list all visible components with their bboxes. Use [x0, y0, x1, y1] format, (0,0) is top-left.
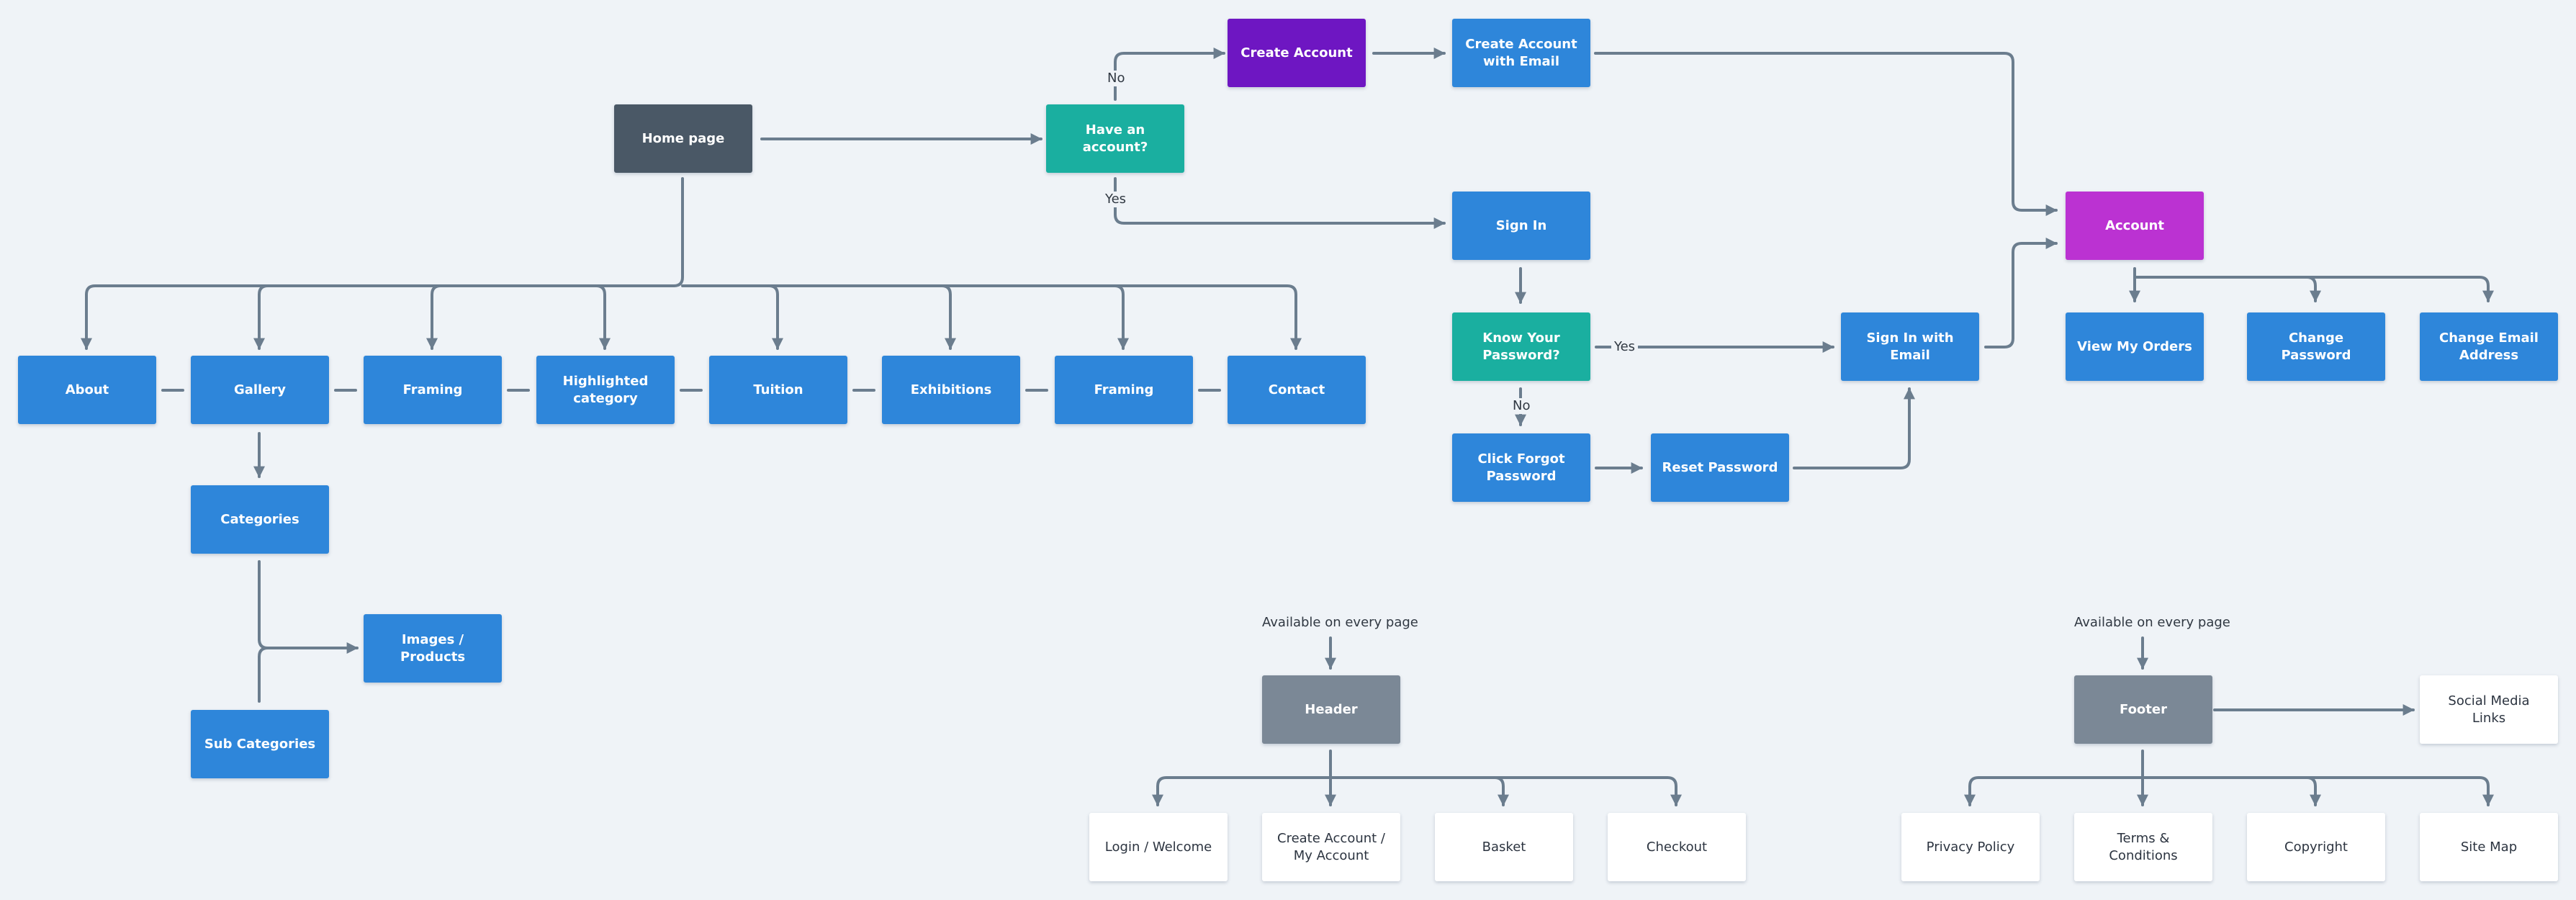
nav-highlighted-category-node[interactable]: Highlighted category: [536, 356, 675, 424]
change-email-node[interactable]: Change Email Address: [2420, 312, 2558, 381]
edge-header-to-checkout: [1493, 776, 1682, 806]
edge-home-to-exhibitions: [940, 284, 956, 350]
reset-password-node[interactable]: Reset Password: [1651, 433, 1789, 502]
edge-no-to-create-account: [1114, 48, 1225, 101]
nav-gallery-node[interactable]: Gallery: [191, 356, 329, 424]
edge-home-to-framing-2: [1113, 284, 1129, 350]
edge-home-trunk: [672, 177, 684, 287]
edge-categories-to-images: [258, 560, 359, 654]
edge-label-yes-signin: Yes: [1102, 192, 1130, 207]
create-account-email-node[interactable]: Create Account with Email: [1452, 19, 1590, 87]
copyright-node[interactable]: Copyright: [2247, 813, 2385, 881]
nav-contact-node[interactable]: Contact: [1228, 356, 1366, 424]
edge-home-to-highlighted: [595, 284, 611, 350]
footer-note: Available on every page: [2074, 615, 2230, 630]
sign-in-node[interactable]: Sign In: [1452, 192, 1590, 260]
basket-node[interactable]: Basket: [1435, 813, 1573, 881]
create-my-account-node[interactable]: Create Account / My Account: [1262, 813, 1400, 881]
edge-footer-to-sitemap: [2305, 776, 2494, 806]
login-welcome-node[interactable]: Login / Welcome: [1089, 813, 1228, 881]
header-node[interactable]: Header: [1262, 675, 1400, 744]
site-map-node[interactable]: Site Map: [2420, 813, 2558, 881]
edge-home-to-gallery: [253, 284, 269, 350]
nav-framing-node[interactable]: Framing: [364, 356, 502, 424]
edge-reset-to-sign-in-email: [1793, 387, 1915, 469]
nav-exhibitions-node[interactable]: Exhibitions: [882, 356, 1020, 424]
terms-conditions-node[interactable]: Terms & Conditions: [2074, 813, 2212, 881]
edge-create-email-to-account: [1594, 52, 2058, 216]
click-forgot-node[interactable]: Click Forgot Password: [1452, 433, 1590, 502]
edge-yes-to-sign-in: [1114, 177, 1446, 229]
sign-in-email-node[interactable]: Sign In with Email: [1841, 312, 1979, 381]
edge-label-no-create: No: [1104, 71, 1128, 86]
nav-tuition-node[interactable]: Tuition: [709, 356, 847, 424]
edge-sub-categories-to-images: [258, 647, 269, 703]
view-orders-node[interactable]: View My Orders: [2066, 312, 2204, 381]
create-account-node[interactable]: Create Account: [1228, 19, 1366, 87]
edge-footer-to-copyright: [2141, 776, 2321, 806]
edge-label-yes-know: Yes: [1611, 339, 1639, 355]
have-account-decision[interactable]: Have an account?: [1046, 104, 1184, 173]
edge-home-to-tuition: [767, 284, 783, 350]
header-note: Available on every page: [1262, 615, 1418, 630]
sub-categories-node[interactable]: Sub Categories: [191, 710, 329, 778]
edge-sign-in-email-to-account: [1984, 238, 2058, 348]
account-node[interactable]: Account: [2066, 192, 2204, 260]
nav-about-node[interactable]: About: [18, 356, 156, 424]
images-products-node[interactable]: Images / Products: [364, 614, 502, 683]
nav-framing-2-node[interactable]: Framing: [1055, 356, 1193, 424]
edge-header-to-login: [1152, 776, 1332, 806]
privacy-policy-node[interactable]: Privacy Policy: [1901, 813, 2040, 881]
edge-home-to-contact: [681, 284, 1302, 350]
home-page-node[interactable]: Home page: [614, 104, 752, 173]
social-media-links-node[interactable]: Social Media Links: [2420, 675, 2558, 744]
edge-account-to-change-password: [2133, 276, 2321, 302]
edge-footer-to-privacy: [1964, 776, 2144, 806]
edge-home-to-about: [81, 284, 675, 350]
checkout-node[interactable]: Checkout: [1608, 813, 1746, 881]
edge-header-to-basket: [1329, 776, 1509, 806]
edge-home-to-framing-1: [426, 284, 442, 350]
change-password-node[interactable]: Change Password: [2247, 312, 2385, 381]
footer-node[interactable]: Footer: [2074, 675, 2212, 744]
categories-node[interactable]: Categories: [191, 485, 329, 554]
edge-account-to-change-email: [2305, 276, 2494, 302]
know-password-decision[interactable]: Know Your Password?: [1452, 312, 1590, 381]
edge-label-no-know: No: [1510, 398, 1534, 414]
